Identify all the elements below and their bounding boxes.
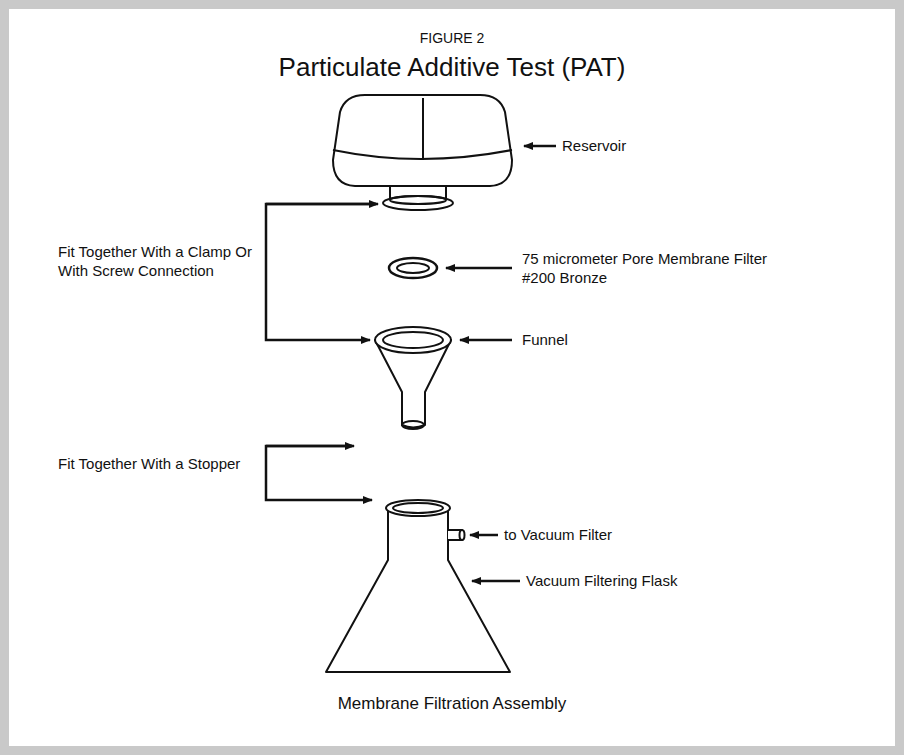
- vacuum-flask: [326, 508, 510, 672]
- bracket: [266, 204, 376, 340]
- membrane-filter: [389, 258, 437, 278]
- leader-arrow: [472, 580, 520, 583]
- bracket: [266, 446, 372, 500]
- leader-arrow: [460, 339, 512, 342]
- part-label: to Vacuum Filter: [504, 525, 612, 544]
- fitting-note: Fit Together With a Stopper: [58, 454, 240, 473]
- leader-arrow: [470, 534, 498, 537]
- bracket-arrow: [266, 203, 378, 206]
- diagram-title: Particulate Additive Test (PAT): [0, 52, 904, 83]
- reservoir: [333, 95, 512, 186]
- part-label: Vacuum Filtering Flask: [526, 571, 677, 590]
- flask-mouth: [386, 500, 450, 516]
- funnel-top: [375, 327, 451, 353]
- part-label: Funnel: [522, 330, 568, 349]
- reservoir-seam: [422, 98, 424, 160]
- fitting-note: Fit Together With a Clamp Or With Screw …: [58, 242, 254, 280]
- bracket-arrow: [266, 445, 354, 448]
- diagram-caption: Membrane Filtration Assembly: [0, 694, 904, 714]
- leader-arrow: [524, 145, 556, 148]
- reservoir-lip: [383, 196, 453, 210]
- part-label: Reservoir: [562, 136, 626, 155]
- leader-arrow: [446, 267, 512, 270]
- part-label: 75 micrometer Pore Membrane Filter #200 …: [522, 249, 784, 287]
- figure-number: FIGURE 2: [0, 30, 904, 47]
